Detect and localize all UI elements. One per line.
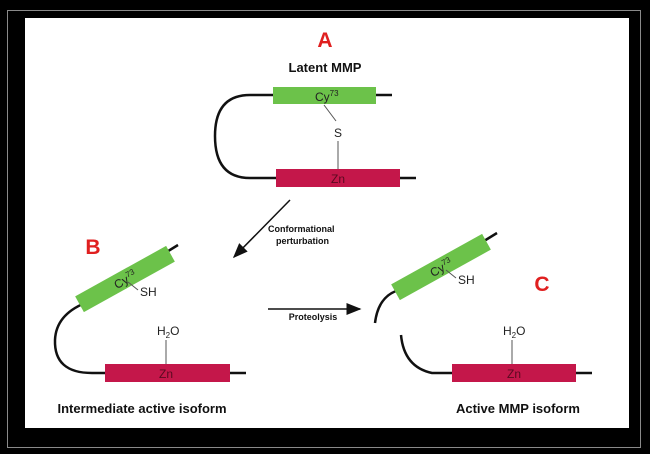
panel-c-tail-top <box>483 231 498 243</box>
conformational-label-1: Conformational <box>268 224 335 234</box>
conformational-label-2: perturbation <box>276 236 329 246</box>
panel-c-thiol: SH <box>458 273 475 287</box>
panel-a-zinc-label: Zn <box>331 172 345 186</box>
panel-b-loop <box>53 301 105 375</box>
panel-b-title: Intermediate active isoform <box>57 401 226 416</box>
panel-b-letter: B <box>85 236 100 259</box>
panel-c-zinc-label: Zn <box>507 367 521 381</box>
panel-b-thiol-bond <box>127 281 139 291</box>
conformational-arrow <box>232 199 291 259</box>
panel-a-loop <box>213 93 276 180</box>
panel-a-letter: A <box>317 29 332 52</box>
panel-c-nterm-fragment <box>373 289 397 324</box>
panel-c-letter: C <box>534 273 549 296</box>
panel-c-thiol-bond <box>445 269 457 279</box>
panel-c-cterm-fragment <box>399 334 452 375</box>
panel-a-bond-upper <box>323 104 337 122</box>
panel-a-cys-label: Cy73 <box>315 89 339 104</box>
panel-b-water: H2O <box>157 324 179 340</box>
panel-a-zinc-domain <box>276 169 400 187</box>
panel-a-sulfur: S <box>334 126 342 140</box>
panel-c-water: H2O <box>503 324 525 340</box>
panel-a-cys-domain <box>273 87 376 104</box>
panel-b-thiol: SH <box>140 285 157 299</box>
panel-c-cys-domain <box>391 233 491 301</box>
panel-c-zinc-domain <box>452 364 576 382</box>
panel-c-title: Active MMP isoform <box>456 401 580 416</box>
figure-panel <box>25 18 629 428</box>
panel-a-title: Latent MMP <box>289 60 362 75</box>
outer-frame <box>7 10 641 448</box>
panel-b-zinc-label: Zn <box>159 367 173 381</box>
proteolysis-label: Proteolysis <box>289 312 338 322</box>
panel-b-zinc-domain <box>105 364 230 382</box>
panel-b-cys-domain <box>75 245 175 313</box>
